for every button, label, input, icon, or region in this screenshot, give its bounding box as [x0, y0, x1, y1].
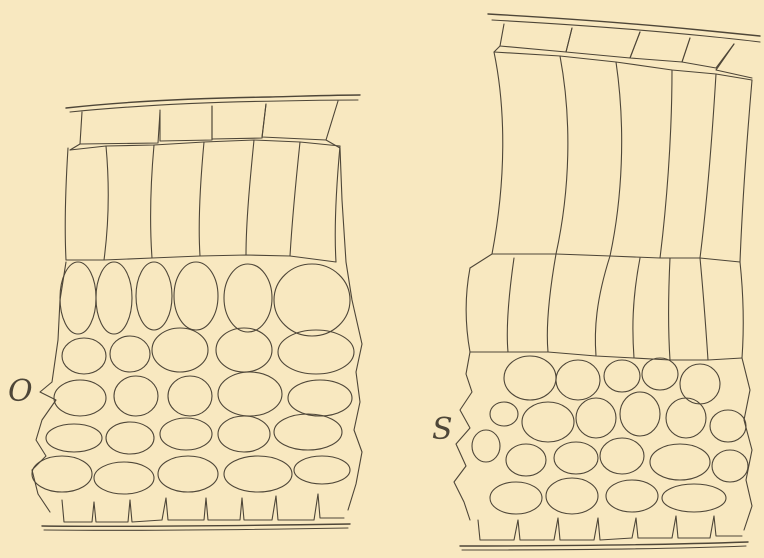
panel-o-label: O	[8, 374, 33, 409]
panel-o-spongy-cells	[32, 262, 354, 494]
panel-s-left-edge	[454, 352, 472, 520]
panel-o-cuticle-outer	[66, 95, 360, 108]
panel-s-section	[454, 14, 760, 550]
panel-o-palisade	[65, 140, 340, 262]
panel-s-spongy-cells	[472, 356, 748, 514]
panel-o-lower-epidermis	[42, 494, 350, 530]
panel-s-right-edge	[742, 358, 752, 530]
panel-o-right-edge	[340, 148, 362, 510]
panel-s-palisade-lower	[466, 254, 743, 360]
panel-o-section	[32, 95, 362, 530]
panel-s-epidermis	[494, 24, 752, 78]
panel-o-cuticle-inner	[70, 100, 358, 112]
panel-s-palisade-upper	[492, 52, 752, 262]
panel-s-cuticle-outer	[488, 14, 760, 36]
panel-s-lower-epidermis	[460, 516, 748, 550]
panel-s-label: S	[432, 412, 453, 447]
panel-o-left-edge	[32, 262, 66, 512]
